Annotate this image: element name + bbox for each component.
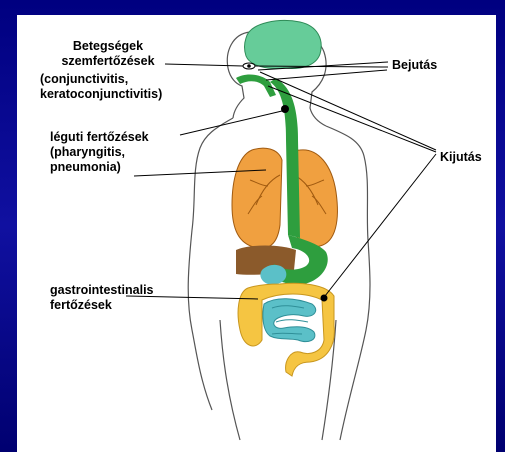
brain <box>245 21 322 69</box>
respiratory-infection-label: léguti fertőzések (pharyngitis, pneumoni… <box>50 130 149 175</box>
entry-label: Bejutás <box>392 58 437 73</box>
exit-label: Kijutás <box>440 150 482 165</box>
respiratory-entry-dot <box>281 105 289 113</box>
eye-infection-detail: (conjunctivitis, keratoconjunctivitis) <box>40 72 162 102</box>
eye-infection-line-3: (conjunctivitis, <box>40 72 162 87</box>
respiratory-line-1: léguti fertőzések <box>50 130 149 145</box>
eye-infection-line-4: keratoconjunctivitis) <box>40 87 162 102</box>
respiratory-line-3: pneumonia) <box>50 160 149 175</box>
gi-infection-label: gastrointestinalis fertőzések <box>50 283 154 313</box>
respiratory-line-2: (pharyngitis, <box>50 145 149 160</box>
eye-infection-label: Betegségek szemfertőzések <box>40 39 176 69</box>
gi-line-2: fertőzések <box>50 298 154 313</box>
left-lung <box>232 148 282 248</box>
eye-infection-line-2: szemfertőzések <box>40 54 176 69</box>
gi-exit-dot <box>321 295 328 302</box>
eye-pupil <box>247 64 251 68</box>
eye-infection-line-1: Betegségek <box>40 39 176 54</box>
gi-line-1: gastrointestinalis <box>50 283 154 298</box>
